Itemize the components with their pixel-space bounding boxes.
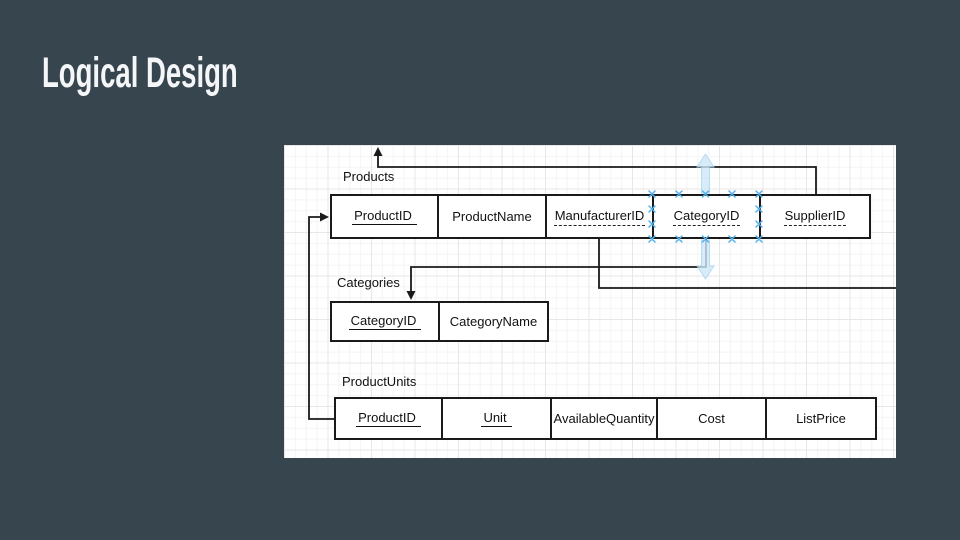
table-categories[interactable]: CategoryID CategoryName: [330, 301, 549, 342]
table-cell[interactable]: ProductName: [439, 196, 547, 237]
arrowhead-down: [406, 291, 416, 300]
table-products[interactable]: ProductID ProductName ManufacturerID Cat…: [330, 194, 871, 239]
arrowhead-right: [320, 212, 329, 222]
column-label: ProductName: [452, 209, 532, 224]
table-cell[interactable]: CategoryID: [332, 303, 440, 340]
connector-supplierid-up-offcanvas[interactable]: [377, 156, 817, 194]
table-cell[interactable]: ProductID: [336, 399, 443, 438]
column-label: SupplierID: [783, 208, 847, 226]
table-cell[interactable]: ManufacturerID: [547, 196, 654, 237]
connector-productunits-to-products[interactable]: [308, 216, 334, 420]
table-cell[interactable]: CategoryName: [440, 303, 547, 340]
column-label: CategoryName: [449, 314, 538, 329]
column-label: CategoryID: [348, 313, 422, 330]
column-label: Cost: [698, 411, 725, 426]
column-label: Unit: [481, 410, 512, 427]
column-label: AvailableQuantity: [553, 411, 655, 426]
table-name-categories[interactable]: Categories: [337, 275, 400, 290]
column-label: CategoryID: [672, 208, 741, 226]
table-name-products[interactable]: Products: [343, 169, 395, 184]
column-label: ManufacturerID: [553, 208, 646, 226]
table-cell[interactable]: SupplierID: [761, 196, 869, 237]
table-name-productunits[interactable]: ProductUnits: [342, 374, 417, 389]
diagram-canvas[interactable]: Products ProductID ProductName Manufactu…: [284, 145, 896, 458]
table-cell[interactable]: Cost: [658, 399, 767, 438]
slide-title: Logical Design: [42, 49, 238, 97]
connector-categoryid-to-categories[interactable]: [410, 239, 707, 291]
table-productunits[interactable]: ProductID Unit AvailableQuantity Cost Li…: [334, 397, 877, 440]
arrowhead-up: [373, 147, 383, 156]
table-cell-selected[interactable]: CategoryID: [654, 196, 761, 237]
column-label: ProductID: [352, 208, 417, 225]
connector-manufacturerid-right-offcanvas[interactable]: [598, 239, 896, 289]
column-label: ProductID: [356, 410, 421, 427]
table-cell[interactable]: Unit: [443, 399, 552, 438]
column-label: ListPrice: [796, 411, 846, 426]
table-cell[interactable]: ProductID: [332, 196, 439, 237]
table-cell[interactable]: ListPrice: [767, 399, 875, 438]
table-cell[interactable]: AvailableQuantity: [552, 399, 658, 438]
